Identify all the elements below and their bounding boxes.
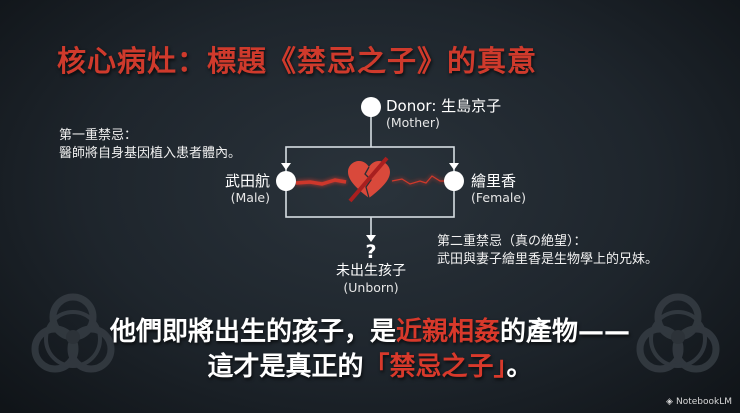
donor-name: Donor: 生島京子 (386, 97, 502, 115)
arrow-down-icon (281, 163, 291, 170)
biohazard-icon (636, 293, 720, 373)
first-taboo-note: 第一重禁忌： 醫師將自身基因植入患者體內。 (59, 127, 241, 163)
conclusion-highlight: 近親相姦 (395, 317, 500, 347)
female-node (444, 171, 464, 191)
unborn-role: (Unborn) (343, 280, 399, 295)
arrow-down-icon (366, 235, 376, 242)
conclusion-line-1: 他們即將出生的孩子，是近親相姦的產物—— (0, 311, 740, 348)
conclusion-text: 。 (506, 352, 533, 382)
page-title: 核心病灶：標題《禁忌之子》的真意 (57, 44, 538, 78)
conclusion-highlight: 「禁忌之子」 (363, 352, 507, 382)
watermark-label: NotebookLM (675, 397, 732, 407)
unborn-label: ? 未出生孩子 (Unborn) (321, 242, 421, 296)
conclusion-line-2: 這才是真正的「禁忌之子」。 (0, 346, 740, 383)
conclusion-text: 他們即將出生的孩子，是 (109, 317, 396, 347)
female-label: 繪里香 (Female) (471, 172, 526, 206)
male-label: 武田航 (Male) (225, 172, 270, 206)
conclusion-text: 的產物—— (500, 317, 631, 347)
male-name: 武田航 (224, 172, 270, 190)
conclusion-text: 這才是真正的 (207, 352, 364, 382)
donor-role: (Mother) (386, 115, 440, 130)
second-taboo-note: 第二重禁忌（真の絶望）： 武田與妻子繪里香是生物學上的兄妹。 (437, 233, 658, 269)
male-node (276, 171, 296, 191)
donor-node (361, 97, 381, 117)
first-taboo-heading: 第一重禁忌： (59, 128, 138, 143)
unborn-name: 未出生孩子 (336, 263, 406, 279)
female-name: 繪里香 (471, 172, 517, 190)
biohazard-icon (31, 293, 115, 373)
arrow-down-icon (449, 163, 459, 170)
female-role: (Female) (471, 190, 526, 205)
broken-heart-crossed-icon (348, 156, 390, 203)
question-mark-icon: ? (365, 241, 377, 263)
donor-label: Donor: 生島京子 (Mother) (386, 97, 501, 131)
male-role: (Male) (230, 190, 270, 205)
second-taboo-body: 武田與妻子繪里香是生物學上的兄妹。 (437, 252, 659, 267)
notebooklm-logo-icon: ◈ (666, 397, 673, 407)
second-taboo-heading: 第二重禁忌（真の絶望）： (437, 234, 587, 249)
notebooklm-watermark: ◈NotebookLM (666, 397, 732, 407)
first-taboo-body: 醫師將自身基因植入患者體內。 (59, 146, 242, 161)
